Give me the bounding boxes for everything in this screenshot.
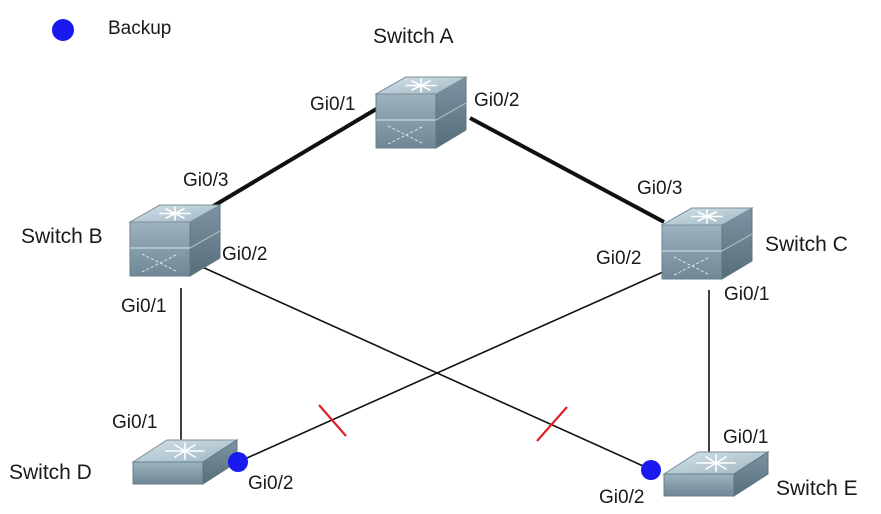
switch-b-port-gi0-3: Gi0/3 xyxy=(183,170,229,191)
switch-e-port-gi0-1: Gi0/1 xyxy=(723,427,769,448)
blocked-mark-c-d xyxy=(318,404,347,437)
switch-c-port-gi0-1: Gi0/1 xyxy=(724,284,770,305)
switch-e-port-gi0-2: Gi0/2 xyxy=(599,487,645,508)
switch-c-port-gi0-3: Gi0/3 xyxy=(637,178,683,199)
switch-a-port-gi0-2: Gi0/2 xyxy=(474,90,520,111)
switch-d-icon xyxy=(132,439,238,485)
switch-c-name: Switch C xyxy=(765,233,848,256)
backup-port-e-gi0-2-marker xyxy=(641,460,661,480)
switch-b-port-gi0-1: Gi0/1 xyxy=(121,296,167,317)
switch-c-icon xyxy=(661,207,753,280)
legend-backup-marker xyxy=(52,19,74,41)
switch-e-name: Switch E xyxy=(776,477,858,500)
switch-d-port-gi0-1: Gi0/1 xyxy=(112,412,158,433)
legend-backup-label: Backup xyxy=(108,18,172,39)
blocked-mark-b-e xyxy=(536,406,568,442)
switch-d-port-gi0-2: Gi0/2 xyxy=(248,473,294,494)
switch-c-port-gi0-2: Gi0/2 xyxy=(596,248,642,269)
switch-e-icon xyxy=(663,451,769,497)
switch-b-icon xyxy=(129,204,221,277)
link-c-d xyxy=(237,267,673,463)
switch-a-name: Switch A xyxy=(373,25,454,48)
switch-b-port-gi0-2: Gi0/2 xyxy=(222,244,268,265)
switch-a-port-gi0-1: Gi0/1 xyxy=(310,94,356,115)
switch-d-name: Switch D xyxy=(9,461,92,484)
switch-b-name: Switch B xyxy=(21,225,103,248)
link-a-c xyxy=(469,116,665,224)
switch-a-icon xyxy=(375,76,467,149)
backup-port-d-gi0-2-marker xyxy=(228,452,248,472)
link-a-b xyxy=(198,106,380,216)
link-b-e xyxy=(199,265,653,471)
